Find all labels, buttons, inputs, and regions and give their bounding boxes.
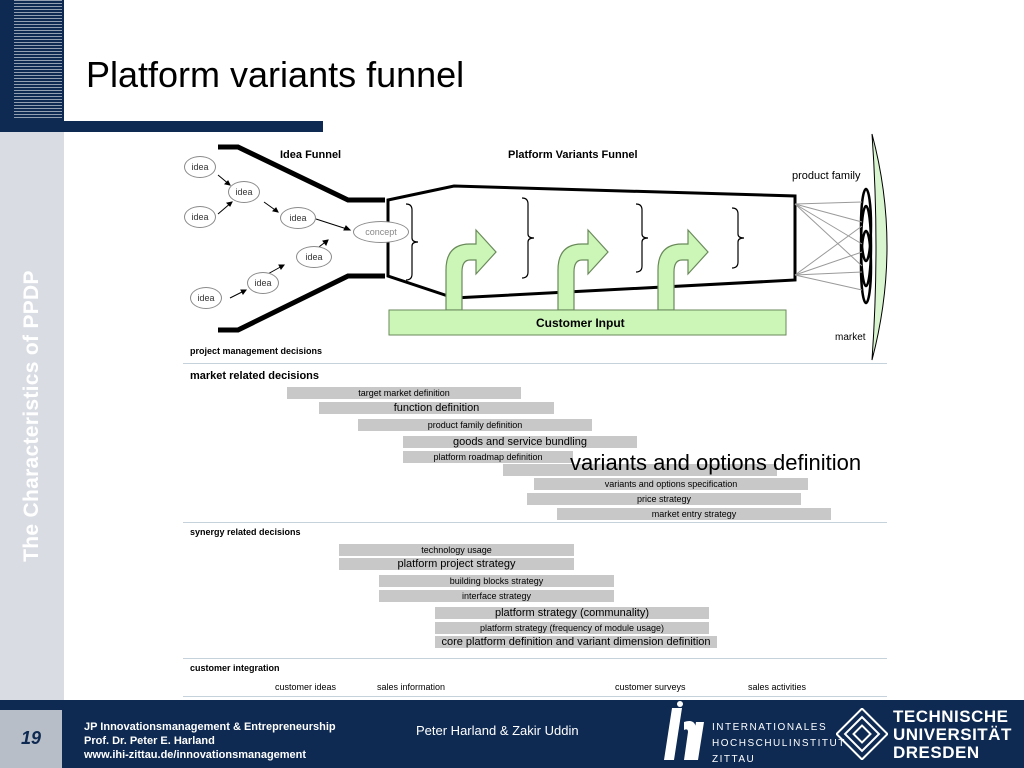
footer-authors: Peter Harland & Zakir Uddin [416, 723, 579, 738]
market-bar: target market definition [287, 387, 521, 399]
market-bar: platform roadmap definition [403, 451, 573, 463]
idea-node: idea [247, 272, 279, 294]
footer-url: www.ihi-zittau.de/innovationsmanagement [84, 749, 307, 761]
page-number-box [0, 710, 62, 768]
product-family-rays [794, 201, 863, 291]
synergy-bar: technology usage [339, 544, 574, 556]
tud-wordmark: TECHNISCHE UNIVERSITÄT DRESDEN [893, 708, 1012, 762]
customer-item: customer ideas [275, 682, 337, 692]
idea-node: idea [228, 181, 260, 203]
section-divider [183, 522, 887, 523]
variants-options-overlay-text: variants and options definition [570, 450, 862, 475]
market-bar: variants and options specification [534, 478, 808, 490]
product-family-discs [859, 187, 873, 305]
market-bar: price strategy [527, 493, 801, 505]
tud-line: UNIVERSITÄT [893, 725, 1012, 744]
idea-arrows [217, 174, 352, 299]
sidebar [0, 132, 64, 700]
page-number: 19 [20, 728, 42, 748]
section-divider [183, 696, 887, 697]
tud-seal-icon [836, 708, 888, 760]
synergy-bar: platform strategy (communality) [435, 607, 709, 619]
sidebar-title: The Characteristics of PPDP [20, 270, 43, 562]
synergy-bar: building blocks strategy [379, 575, 614, 587]
customer-item: sales activities [748, 682, 807, 692]
idea-node: idea [184, 206, 216, 228]
idea-node: idea [296, 246, 332, 268]
idea-funnel-top-wall [218, 144, 385, 203]
ihi-line: ZITTAU [712, 754, 756, 765]
market-lens [871, 133, 888, 361]
idea-node: idea [190, 287, 222, 309]
footer-course-info: JP Innovationsmanagement & Entrepreneurs… [84, 720, 336, 762]
ihi-logo [650, 700, 830, 768]
market-bar: goods and service bundling [403, 436, 637, 448]
synergy-bar: interface strategy [379, 590, 614, 602]
funnel-diagram: idea idea idea idea idea idea idea conce… [180, 130, 900, 362]
customer-integration-heading: customer integration [190, 663, 280, 673]
synergy-bar: platform strategy (frequency of module u… [435, 622, 709, 634]
funnel-svg [217, 133, 888, 361]
customer-item: customer surveys [615, 682, 686, 692]
synergy-decisions-heading: synergy related decisions [190, 527, 301, 537]
footer-professor: Prof. Dr. Peter E. Harland [84, 735, 215, 747]
customer-input-box [388, 309, 787, 336]
tud-line: TECHNISCHE [893, 707, 1009, 726]
ihi-wordmark: INTERNATIONALES HOCHSCHULINSTITUT ZITTAU [712, 720, 846, 768]
market-bar: product family definition [358, 419, 592, 431]
footer-course: JP Innovationsmanagement & Entrepreneurs… [84, 721, 336, 733]
idea-node: idea [280, 207, 316, 229]
ihi-line: HOCHSCHULINSTITUT [712, 738, 846, 749]
market-bar: function definition [319, 402, 554, 414]
sidebar-title-container: The Characteristics of PPDP [0, 132, 64, 700]
market-bar: market entry strategy [557, 508, 831, 520]
project-management-heading: project management decisions [190, 346, 323, 356]
concept-node: concept [353, 221, 409, 243]
synergy-bar: platform project strategy [339, 558, 574, 570]
funnel-braces [405, 197, 745, 281]
section-divider [183, 363, 887, 364]
idea-funnel-bottom-wall [218, 273, 385, 333]
idea-node: idea [184, 156, 216, 178]
ihi-logo-mark [664, 701, 704, 760]
product-family-label: product family [792, 170, 861, 182]
market-decisions-heading: market related decisions [190, 370, 320, 382]
market-label: market [835, 332, 866, 343]
customer-item: sales information [377, 682, 446, 692]
ihi-line: INTERNATIONALES [712, 722, 828, 733]
synergy-bar: core platform definition and variant dim… [435, 636, 717, 648]
idea-funnel-label: Idea Funnel [280, 149, 342, 161]
platform-funnel-label: Platform Variants Funnel [508, 149, 638, 161]
market-bar [503, 464, 777, 476]
sidebar-stripes [14, 0, 62, 120]
section-divider [183, 658, 887, 659]
tud-line: DRESDEN [893, 743, 980, 762]
customer-input-arrows [445, 228, 709, 311]
title-underline [0, 121, 323, 132]
customer-input-label: Customer Input [536, 316, 625, 330]
page-title: Platform variants funnel [86, 54, 465, 95]
